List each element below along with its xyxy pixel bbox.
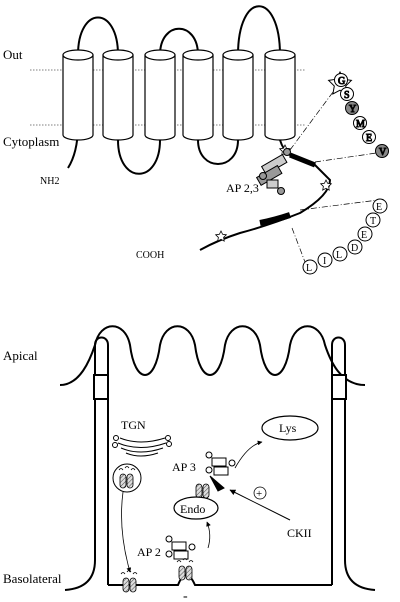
adaptor-ap23-label: AP 2,3 bbox=[226, 181, 259, 195]
sorting-motif-upper: G S Y M E V bbox=[327, 70, 389, 159]
motif-residue-label: E bbox=[366, 133, 372, 144]
helix-4 bbox=[182, 49, 214, 141]
motif-residue bbox=[353, 116, 367, 130]
motif-residue bbox=[340, 87, 354, 101]
helix-3 bbox=[144, 49, 176, 141]
lysosome-label: Lys bbox=[279, 421, 297, 435]
transmembrane-helices bbox=[62, 49, 296, 141]
apical-label: Apical bbox=[3, 348, 38, 363]
motif-residue bbox=[365, 212, 381, 228]
tight-junction-left bbox=[93, 374, 109, 400]
basolateral-cargo bbox=[120, 570, 138, 593]
ckii-label: CKII bbox=[287, 526, 312, 540]
cytoplasmic-loop-1 bbox=[117, 139, 161, 175]
tgn-stacks bbox=[112, 435, 172, 457]
extracellular-loop-1 bbox=[77, 16, 119, 56]
motif-residue-label: T bbox=[370, 216, 376, 227]
helix-1 bbox=[62, 49, 94, 141]
motif-residue-label: L bbox=[306, 263, 312, 274]
membrane-topology-panel: Out Cytoplasm NH2 COOH bbox=[3, 5, 389, 275]
motif-guide-lines bbox=[289, 87, 384, 263]
motif-residue-label: S bbox=[344, 90, 350, 101]
motif-residue bbox=[357, 226, 373, 242]
lateral-membrane-right bbox=[344, 345, 376, 591]
adaptor-complex-ap2 bbox=[165, 535, 196, 560]
phospho-star-icon bbox=[319, 179, 333, 191]
helix-2 bbox=[102, 49, 134, 141]
cooh-label: COOH bbox=[136, 250, 164, 261]
motif-residue bbox=[332, 246, 348, 262]
helix-6 bbox=[264, 49, 296, 141]
motif-residue-label: I bbox=[323, 256, 326, 267]
extracellular-loop-2 bbox=[159, 27, 199, 56]
phospho-star-icon bbox=[214, 230, 228, 242]
sorting-motif-lower: L I L D E T E bbox=[302, 198, 388, 275]
apical-membrane bbox=[59, 325, 366, 386]
cell-left-edge bbox=[94, 336, 109, 585]
motif-segment-lower bbox=[259, 212, 291, 226]
helix-5 bbox=[222, 49, 254, 141]
motif-residue bbox=[372, 198, 388, 214]
basolateral-label: Basolateral bbox=[3, 571, 62, 586]
motif-residue-label: M bbox=[356, 119, 365, 130]
tight-junction-right bbox=[331, 374, 347, 400]
endosome-label: Endo bbox=[180, 502, 205, 516]
tgn-vesicle bbox=[112, 463, 142, 493]
polarized-cell-panel: Apical Basolateral - TGN bbox=[3, 325, 376, 602]
adaptor-ap2-label: AP 2 bbox=[137, 545, 161, 559]
motif-residue bbox=[362, 130, 376, 144]
nh2-label: NH2 bbox=[40, 176, 59, 187]
motif-residue bbox=[375, 144, 389, 158]
vesicle-path-arrow bbox=[121, 491, 132, 573]
motif-residue bbox=[302, 259, 318, 275]
endosome-cargo bbox=[195, 483, 210, 499]
motif-residue bbox=[347, 239, 363, 255]
plus-circle-icon bbox=[253, 486, 267, 500]
lateral-membrane-left bbox=[64, 345, 96, 591]
endosome bbox=[173, 496, 219, 520]
adaptor-complex-ap3 bbox=[205, 451, 236, 492]
motif-residue-label: E bbox=[361, 230, 367, 241]
basolateral-membrane bbox=[108, 574, 332, 586]
motif-residue-label: E bbox=[376, 202, 382, 213]
out-label: Out bbox=[3, 47, 23, 62]
motif-residue-label: Y bbox=[349, 104, 356, 115]
plus-sign: + bbox=[256, 488, 262, 500]
cytoplasm-label: Cytoplasm bbox=[3, 134, 59, 149]
motif-residue bbox=[334, 73, 348, 87]
ap2-cargo bbox=[176, 558, 194, 581]
tgn-label: TGN bbox=[121, 418, 146, 432]
adaptor-complex-ap23 bbox=[255, 148, 291, 195]
motif-segment-upper bbox=[289, 152, 316, 168]
endocytosis-arrow bbox=[206, 521, 211, 549]
minus-sign: - bbox=[183, 589, 188, 602]
motif-residue-label: D bbox=[351, 243, 358, 254]
cytoplasmic-loop-2 bbox=[197, 139, 239, 165]
motif-residue-label: V bbox=[379, 147, 387, 158]
lysosome-arrow bbox=[234, 440, 263, 469]
motif-residue-label: G bbox=[338, 76, 345, 87]
lysosome bbox=[261, 415, 319, 441]
motif-residue bbox=[345, 101, 359, 115]
motif-residue bbox=[317, 252, 333, 268]
ckii-arrow bbox=[229, 489, 291, 521]
adaptor-ap3-label: AP 3 bbox=[172, 460, 196, 474]
extracellular-loop-3 bbox=[237, 5, 281, 56]
cell-right-edge bbox=[331, 336, 346, 346]
motif-residue-label: L bbox=[336, 250, 342, 261]
